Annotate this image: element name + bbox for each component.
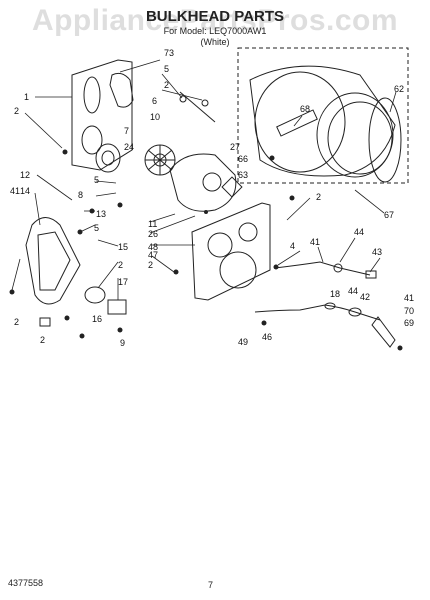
callout-label: 24 — [124, 142, 134, 152]
diagram-title: BULKHEAD PARTS — [145, 8, 285, 25]
callout-label: 70 — [404, 306, 414, 316]
drum — [249, 65, 396, 178]
callout-label: 5 — [94, 223, 99, 233]
callout-label: 5 — [164, 64, 169, 74]
callout-label: 12 — [20, 170, 30, 180]
seal-ring — [109, 72, 134, 108]
callout-label: 14 — [20, 186, 30, 196]
callout-label: 4 — [290, 241, 295, 251]
document-part-number: 4377558 — [8, 578, 44, 588]
callout-label: 2 — [40, 335, 45, 345]
callout-label: 49 — [238, 337, 248, 347]
drum-group-box — [237, 47, 409, 184]
callout-label: 44 — [348, 286, 358, 296]
callout-label: 68 — [300, 104, 310, 114]
callout-label: 43 — [372, 247, 382, 257]
callout-label: 41 — [310, 237, 320, 247]
callout-label: 27 — [230, 142, 240, 152]
callout-label: 67 — [384, 210, 394, 220]
callout-label: 44 — [354, 227, 364, 237]
callout-label: 2 — [148, 260, 153, 270]
callout-label: 16 — [92, 314, 102, 324]
callout-label: 17 — [118, 277, 128, 287]
watermark: AppliancePartsPros.com — [31, 4, 399, 37]
callout-label: 73 — [164, 48, 174, 58]
callout-label: 63 — [238, 170, 248, 180]
blower-wheel — [144, 144, 176, 176]
callout-label: 2 — [14, 106, 19, 116]
callout-label: 15 — [118, 242, 128, 252]
callout-label: 1 — [24, 92, 29, 102]
callout-label: 13 — [96, 209, 106, 219]
rear-bulkhead — [191, 202, 271, 301]
model-line: For Model: LEQ7000AW1 — [163, 26, 267, 36]
callout-label: 5 — [94, 175, 99, 185]
bulkhead-panel — [71, 59, 133, 171]
callout-label: 8 — [78, 190, 83, 200]
callout-label: 62 — [394, 84, 404, 94]
callout-label: 66 — [238, 154, 248, 164]
callout-label: 11 — [148, 219, 157, 229]
callout-label: 41 — [404, 293, 414, 303]
callout-label: 41 — [10, 186, 20, 196]
callout-label: 2 — [316, 192, 321, 202]
callout-label: 10 — [150, 112, 160, 122]
callout-label: 48 — [148, 242, 158, 252]
callout-label: 47 — [148, 250, 158, 260]
drum-seal — [368, 97, 402, 183]
callout-label: 69 — [404, 318, 414, 328]
callout-label: 6 — [152, 96, 157, 106]
callout-label: 26 — [148, 229, 158, 239]
color-line: (White) — [200, 37, 230, 47]
callout-label: 7 — [124, 126, 129, 136]
callout-label: 2 — [14, 317, 19, 327]
front-cover — [25, 217, 81, 305]
callout-label: 9 — [120, 338, 125, 348]
callout-label: 42 — [360, 292, 370, 302]
callout-label: 2 — [118, 260, 123, 270]
callout-label: 2 — [164, 80, 169, 90]
callout-label: 18 — [330, 289, 340, 299]
page-number: 7 — [208, 580, 214, 590]
callout-label: 46 — [262, 332, 272, 342]
